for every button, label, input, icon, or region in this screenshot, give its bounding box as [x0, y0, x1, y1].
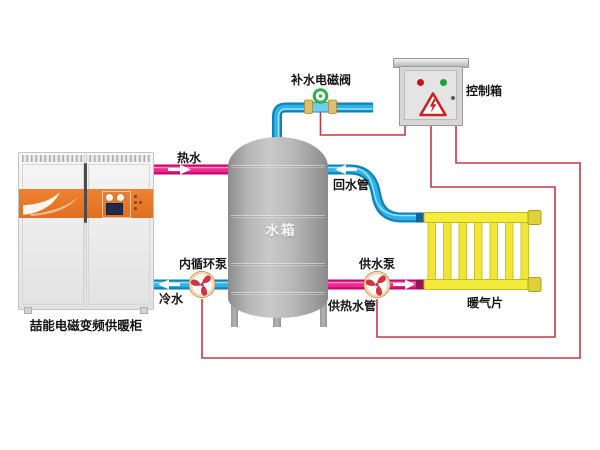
- radiator: [416, 210, 542, 292]
- inner-pump-icon: [187, 270, 217, 299]
- control-panel-frame: [102, 191, 131, 218]
- cabinet-leg: [24, 307, 32, 314]
- tank-leg-left: [231, 295, 238, 327]
- wire-inner-pump: [201, 125, 581, 359]
- cabinet-label: 喆能电磁变频供暖柜: [29, 318, 143, 333]
- arrow-supply-right: [393, 279, 415, 290]
- arrow-hot-right: [168, 164, 191, 175]
- warning-icon: [419, 92, 447, 117]
- cabinet-door-gap: [84, 154, 87, 308]
- supply-pump-icon: [362, 270, 392, 299]
- swoosh-graphic: [23, 192, 78, 216]
- wire-valve: [319, 112, 406, 136]
- return-pipe: [324, 164, 424, 223]
- gauge-icon: [116, 193, 125, 202]
- cabinet-button[interactable]: [134, 207, 137, 210]
- control-box-panel: [404, 70, 457, 120]
- arrow-cold-left: [158, 279, 180, 290]
- cabinet-display: [106, 203, 123, 215]
- wire-supply-pump: [376, 125, 556, 338]
- control-wires: [201, 112, 581, 359]
- cabinet-door-right: [88, 164, 150, 305]
- return-pipe-label: 回水管: [332, 178, 370, 192]
- tank-leg-right: [320, 295, 327, 327]
- control-box-knob: [451, 96, 455, 100]
- tank-label: 水箱: [265, 223, 297, 239]
- valve-label: 补水电磁阀: [290, 73, 352, 87]
- water-tank: [228, 137, 328, 318]
- inner-pump-label: 内循环泵: [178, 257, 228, 271]
- hot-water-label: 热水: [176, 151, 202, 165]
- cabinet-button[interactable]: [139, 201, 142, 204]
- cabinet-leg: [140, 307, 148, 314]
- cabinet-handle[interactable]: [84, 163, 87, 223]
- hot-water-pipe: [150, 164, 240, 175]
- gauge-icon: [105, 193, 114, 202]
- cabinet-button[interactable]: [134, 195, 137, 198]
- cabinet-button[interactable]: [134, 201, 137, 204]
- supply-pipe-label: 供热水管: [327, 299, 377, 313]
- control-box-label: 控制箱: [466, 84, 503, 98]
- indicator-red: [417, 79, 424, 86]
- cabinet-door-left: [22, 164, 84, 305]
- valve-icon: [304, 88, 337, 114]
- fill-pipe: [272, 102, 373, 145]
- heating-cabinet: [18, 152, 154, 314]
- flow-arrows: [158, 164, 415, 290]
- radiator-label: 暖气片: [466, 296, 504, 310]
- indicator-green: [440, 79, 447, 86]
- cold-water-label: 冷水: [158, 292, 184, 306]
- control-box: [399, 66, 463, 126]
- supply-pump-label: 供水泵: [358, 257, 396, 271]
- arrow-return-left: [335, 164, 357, 175]
